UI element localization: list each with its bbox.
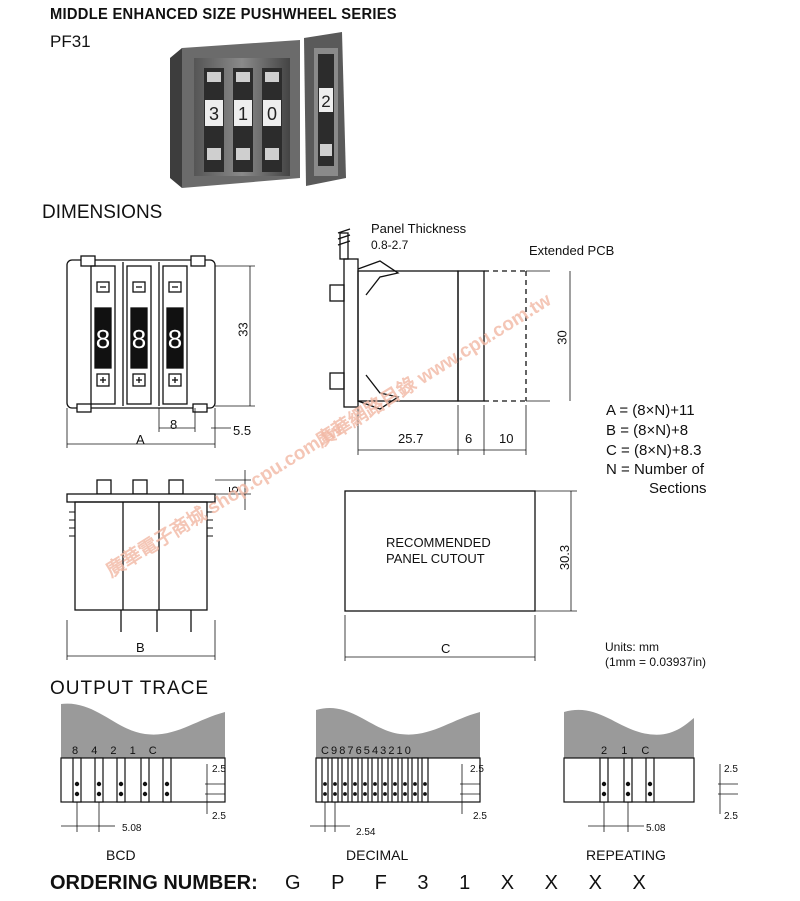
bottom-view-drawing (66, 470, 251, 660)
formula-B: B = (8×N)+8 (606, 422, 689, 439)
repeating-spacing-bottom: 2.5 (724, 811, 738, 822)
panel-thickness-label: Panel Thickness (371, 221, 467, 236)
dim-depth-25-7: 25.7 (398, 431, 424, 446)
formula-N-cont: Sections (649, 480, 707, 497)
dim-height-30: 30 (554, 330, 570, 345)
side-view-drawing (329, 228, 571, 455)
photo-digit: 3 (209, 104, 219, 124)
dim-height-30-3: 30.3 (557, 544, 573, 571)
formula-N: N = Number of (606, 461, 704, 478)
dim-pitch-8: 8 (170, 417, 178, 432)
repeating-pin-labels: 2 1 C (601, 745, 650, 757)
dim-C-label: C (441, 641, 451, 656)
bcd-spacing-top: 2.5 (212, 764, 226, 775)
photo-digit: 1 (238, 104, 248, 124)
repeating-pitch: 5.08 (646, 823, 666, 834)
decimal-spacing-top: 2.5 (470, 764, 484, 775)
ordering-number-code: G P F 3 1 X X X X (285, 872, 659, 894)
repeating-spacing-top: 2.5 (724, 764, 738, 775)
repeating-label: REPEATING (586, 847, 666, 863)
extended-pcb-label: Extended PCB (529, 243, 615, 258)
units-line1: Units: mm (605, 640, 659, 654)
repeating-trace-drawing (563, 709, 738, 832)
formula-C: C = (8×N)+8.3 (606, 442, 702, 459)
decimal-label: DECIMAL (346, 847, 409, 863)
product-photo: 3 1 0 2 (170, 32, 346, 188)
bcd-pin-labels: 8 4 2 1 C (72, 745, 157, 757)
series-model: PF31 (50, 32, 91, 51)
bcd-pitch: 5.08 (122, 823, 142, 834)
panel-cutout-drawing (344, 490, 577, 661)
dimensions-heading: DIMENSIONS (42, 202, 163, 223)
front-digit: 8 (168, 324, 182, 354)
front-digit: 8 (132, 324, 146, 354)
dim-depth-10: 10 (499, 431, 514, 446)
bcd-spacing-bottom: 2.5 (212, 811, 226, 822)
formula-A: A = (8×N)+11 (606, 402, 695, 419)
front-view-drawing: 8 8 8 (66, 255, 255, 448)
cutout-label-line1: RECOMMENDED (386, 535, 491, 550)
ordering-number-label: ORDERING NUMBER: (50, 872, 258, 894)
cutout-label-line2: PANEL CUTOUT (386, 551, 485, 566)
photo-digit: 0 (267, 104, 277, 124)
decimal-spacing-bottom: 2.5 (473, 811, 487, 822)
bcd-label: BCD (106, 847, 136, 863)
units-note: Units: mm (1mm = 0.03937in) (605, 640, 706, 670)
output-trace-heading: OUTPUT TRACE (50, 678, 210, 699)
dim-edge-5-5: 5.5 (233, 423, 252, 438)
decimal-trace-drawing (310, 707, 481, 832)
decimal-pitch: 2.54 (356, 827, 376, 838)
dim-A-label: A (136, 432, 145, 447)
front-digit: 8 (96, 324, 110, 354)
dim-height-33: 33 (235, 322, 251, 337)
bcd-trace-drawing (60, 703, 226, 832)
dim-B-label: B (136, 640, 145, 655)
photo-digit: 2 (321, 92, 330, 111)
page-title: MIDDLE ENHANCED SIZE PUSHWHEEL SERIES (50, 6, 397, 23)
decimal-pin-labels: C 9 8 7 6 5 4 3 2 1 0 (321, 745, 411, 757)
units-line2: (1mm = 0.03937in) (605, 655, 707, 669)
panel-thickness-range: 0.8-2.7 (371, 238, 409, 252)
dim-depth-6: 6 (465, 431, 473, 446)
